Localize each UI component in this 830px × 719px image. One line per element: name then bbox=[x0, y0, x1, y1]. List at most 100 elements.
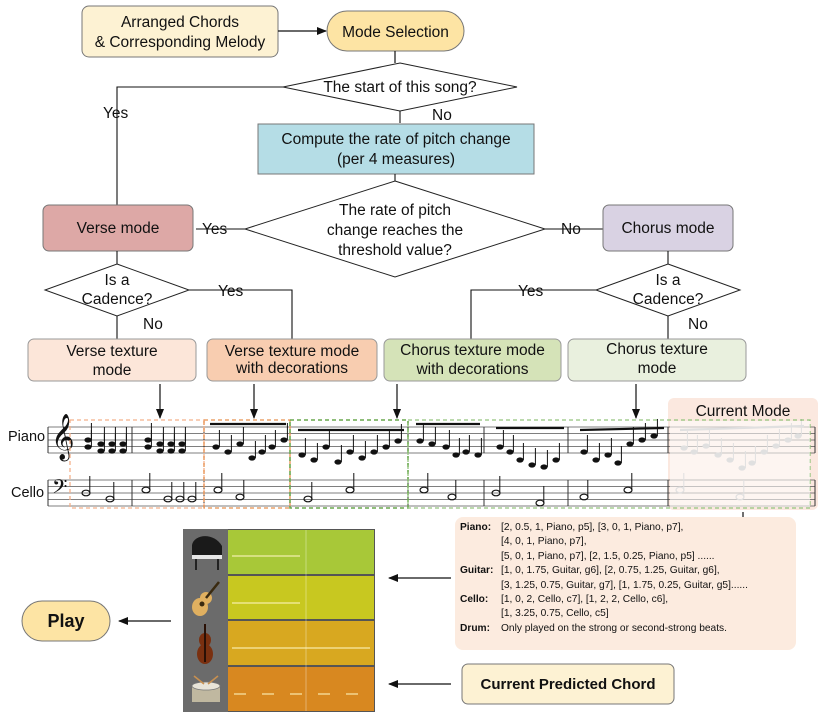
treble-clef-icon: 𝄞 bbox=[51, 414, 75, 462]
verse-mode-label: Verse mode bbox=[77, 220, 160, 237]
arranged-chords-line1: Arranged Chords bbox=[121, 14, 239, 31]
chorus-texture-dec-line1: Chorus texture mode bbox=[400, 342, 545, 359]
edge-cadence-right-yes bbox=[470, 289, 596, 339]
cello-staff-label: Cello bbox=[11, 485, 44, 501]
piano-note-head bbox=[119, 448, 127, 454]
cadence-right-line2: Cadence? bbox=[633, 291, 704, 308]
piano-note-head bbox=[178, 448, 186, 454]
piano-note-head bbox=[178, 441, 186, 447]
arranged-chords-node: Arranged Chords & Corresponding Melody bbox=[81, 5, 279, 58]
piano-note-head bbox=[310, 457, 318, 463]
cello-note-head bbox=[345, 486, 355, 494]
chorus-mode-node: Chorus mode bbox=[602, 204, 734, 252]
chorus-texture-node: Chorus texture mode bbox=[567, 338, 747, 382]
threshold-line3: threshold value? bbox=[338, 242, 452, 259]
cadence-left-line2: Cadence? bbox=[82, 291, 153, 308]
piano-note-head bbox=[604, 452, 612, 458]
piano-note-head bbox=[626, 441, 634, 447]
piano-note-head bbox=[334, 459, 342, 465]
cello-track bbox=[228, 621, 374, 665]
edge-yes-verse-label: Yes bbox=[202, 221, 228, 238]
detail-key bbox=[460, 535, 501, 549]
piano-note-head bbox=[224, 449, 232, 455]
edge-no-chorus-label: No bbox=[561, 221, 581, 238]
cello-note-head bbox=[175, 495, 185, 503]
mode-selection-label: Mode Selection bbox=[342, 24, 449, 41]
chorus-texture-line2: mode bbox=[638, 360, 677, 377]
piano-note-head bbox=[540, 464, 548, 470]
detail-row: Guitar:[1, 0, 1.75, Guitar, g6], [2, 0.7… bbox=[460, 564, 794, 578]
piano-staff-label: Piano bbox=[8, 429, 45, 445]
arranged-chords-line2: & Corresponding Melody bbox=[95, 34, 266, 51]
piano-note-head bbox=[97, 448, 105, 454]
piano-note-head bbox=[614, 460, 622, 466]
detail-key: Cello: bbox=[460, 594, 489, 606]
verse-texture-line2: mode bbox=[93, 362, 132, 379]
piano-note-head bbox=[97, 441, 105, 447]
acoustic-guitar-icon bbox=[192, 581, 220, 616]
cadence-right-line1: Is a bbox=[656, 272, 681, 289]
cello-note-head bbox=[419, 486, 429, 494]
verse-texture-node: Verse texture mode bbox=[27, 338, 197, 382]
threshold-question-diamond: The rate of pitch change reaches the thr… bbox=[243, 180, 547, 278]
detail-value: [2, 0.5, 1, Piano, p5], [3, 0, 1, Piano,… bbox=[501, 522, 684, 533]
piano-note-head bbox=[442, 444, 450, 450]
detail-value: Only played on the strong or second-stro… bbox=[501, 622, 727, 634]
cadence-left-line1: Is a bbox=[105, 272, 130, 289]
cello-note-head bbox=[535, 499, 545, 507]
piano-note-head bbox=[248, 455, 256, 461]
piano-beam bbox=[579, 426, 665, 432]
cello-note-head bbox=[579, 493, 589, 501]
edge-no-cad-right-label: No bbox=[688, 316, 708, 333]
play-button[interactable]: Play bbox=[21, 600, 111, 642]
edge-start-yes bbox=[116, 86, 283, 205]
compute-rate-node: Compute the rate of pitch change (per 4 … bbox=[257, 123, 535, 175]
piano-note-head bbox=[394, 438, 402, 444]
guitar-track bbox=[228, 576, 374, 619]
detail-value: [3, 1.25, 0.75, Guitar, g7], [1, 1.75, 0… bbox=[501, 579, 748, 591]
piano-note-head bbox=[144, 444, 152, 450]
daw-panel bbox=[183, 529, 375, 712]
chorus-mode-label: Chorus mode bbox=[621, 220, 714, 237]
cello-note-head bbox=[623, 486, 633, 494]
detail-key bbox=[460, 579, 501, 593]
piano-note-head bbox=[167, 448, 175, 454]
detail-key bbox=[460, 550, 501, 564]
detail-panel bbox=[455, 517, 796, 650]
piano-note-head bbox=[84, 444, 92, 450]
edge-yes-left-label: Yes bbox=[103, 105, 129, 122]
piano-note-head bbox=[144, 437, 152, 443]
verse-texture-line1: Verse texture bbox=[66, 343, 157, 360]
detail-row: [3, 1.25, 0.75, Guitar, g7], [1, 1.75, 0… bbox=[460, 579, 794, 593]
edge-yes-cad-left-label: Yes bbox=[218, 283, 244, 300]
detail-value: [5, 0, 1, Piano, p7], [2, 1.5, 0.25, Pia… bbox=[501, 550, 715, 562]
piano-note-head bbox=[108, 441, 116, 447]
piano-note-head bbox=[428, 441, 436, 447]
detail-key: Guitar: bbox=[460, 565, 494, 577]
cello-note-head bbox=[163, 495, 173, 503]
cello-note-head bbox=[187, 495, 197, 503]
detail-value: [1, 0, 2, Cello, c7], [1, 2, 2, Cello, c… bbox=[501, 594, 669, 606]
chorus-dec-section-box bbox=[289, 419, 409, 509]
piano-note-head bbox=[346, 449, 354, 455]
piano-note-head bbox=[167, 441, 175, 447]
piano-note-head bbox=[638, 437, 646, 443]
compute-rate-line2: (per 4 measures) bbox=[337, 151, 455, 168]
piano-note-head bbox=[236, 441, 244, 447]
piano-note-head bbox=[416, 438, 424, 444]
start-question-diamond: The start of this song? bbox=[282, 62, 518, 112]
bass-clef-icon: 𝄢 bbox=[52, 475, 67, 503]
piano-note-head bbox=[156, 441, 164, 447]
drum-track bbox=[228, 667, 374, 711]
edge-yes-cad-right-label: Yes bbox=[518, 283, 544, 300]
piano-note-head bbox=[358, 455, 366, 461]
piano-note-head bbox=[108, 448, 116, 454]
detail-value: [4, 0, 1, Piano, p7], bbox=[501, 536, 587, 548]
piano-note-head bbox=[119, 441, 127, 447]
start-question-label: The start of this song? bbox=[323, 79, 477, 96]
verse-texture-dec-line2: with decorations bbox=[235, 360, 348, 377]
piano-note-head bbox=[156, 448, 164, 454]
piano-note-head bbox=[474, 452, 482, 458]
detail-row: Drum:Only played on the strong or second… bbox=[460, 622, 794, 636]
piano-note-head bbox=[382, 444, 390, 450]
